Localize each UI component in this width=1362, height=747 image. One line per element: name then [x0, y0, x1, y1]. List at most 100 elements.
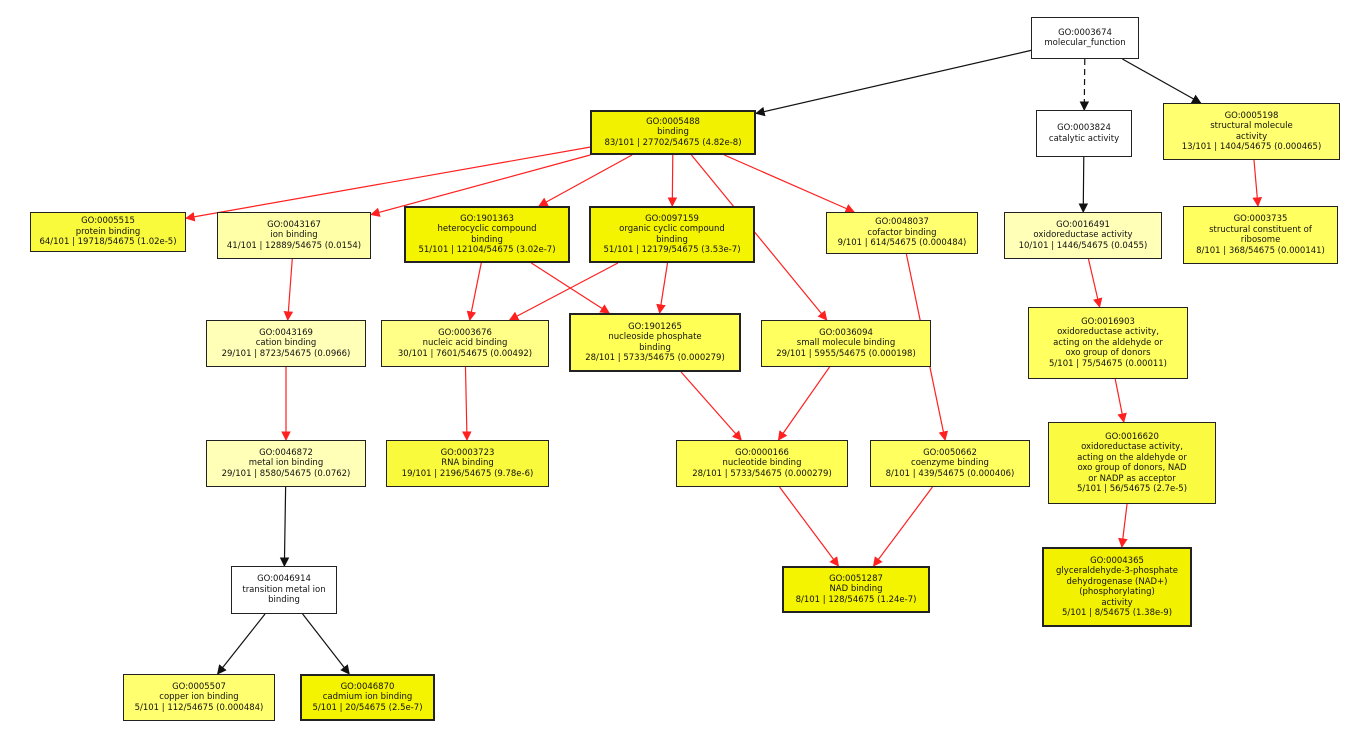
- go-term-line: 8/101 | 368/54675 (0.000141): [1196, 245, 1325, 256]
- go-term-id: GO:0016903: [1081, 316, 1135, 327]
- go-term-id: GO:0048037: [875, 217, 929, 228]
- go-term-line: binding: [268, 595, 300, 606]
- go-term-line: structural molecule: [1210, 121, 1293, 131]
- go-term-id: GO:0003674: [1058, 27, 1112, 38]
- edge-nucleotide-to-nad: [779, 486, 840, 567]
- edge-structmol-to-structrib: [1252, 159, 1263, 207]
- go-term-line: 9/101 | 614/54675 (0.000484): [837, 238, 967, 249]
- go-term-line: RNA binding: [441, 458, 494, 469]
- go-term-id: GO:0043167: [267, 219, 321, 230]
- go-term-line: 28/101 | 5733/54675 (0.000279): [585, 353, 725, 363]
- go-term-line: cadmium ion binding: [322, 692, 413, 703]
- go-term-line: NAD binding: [829, 584, 883, 595]
- go-term-line: transition metal ion: [242, 584, 326, 595]
- edge-mf-to-structmol: [1122, 58, 1202, 104]
- go-term-line: 5/101 | 8/54675 (1.38e-9): [1061, 608, 1173, 618]
- go-term-line: cofactor binding: [867, 227, 937, 238]
- edge-catalytic-to-oxido: [1078, 156, 1089, 213]
- go-term-line: 5/101 | 75/54675 (0.00011): [1049, 358, 1167, 369]
- go-term-line: activity: [1235, 131, 1268, 142]
- go-term-line: 29/101 | 8723/54675 (0.0966): [221, 348, 351, 359]
- go-term-line: ribosome: [1240, 235, 1281, 245]
- go-term-id: GO:0043169: [259, 327, 313, 338]
- go-term-id: GO:0003735: [1233, 214, 1288, 224]
- edge-oxald-to-oxnad: [1114, 378, 1127, 423]
- edge-metal-to-transition: [279, 486, 290, 567]
- edge-coenzyme-to-nad: [872, 486, 933, 567]
- go-term-line: 10/101 | 1446/54675 (0.0455): [1018, 240, 1148, 251]
- go-term-id: GO:0005515: [81, 216, 135, 227]
- go-term-line: binding: [471, 234, 503, 245]
- go-term-line: nucleotide binding: [722, 458, 802, 469]
- go-term-line: oxo group of donors, NAD: [1077, 463, 1187, 473]
- go-term-line: catalytic activity: [1048, 133, 1120, 144]
- go-term-line: 8/101 | 128/54675 (1.24e-7): [795, 594, 917, 605]
- go-term-id: GO:0005198: [1224, 110, 1279, 121]
- go-term-id: GO:0097159: [645, 213, 699, 224]
- go-term-line: small molecule binding: [796, 338, 896, 349]
- edge-hetero-to-nucleic: [466, 262, 482, 321]
- go-term-id: GO:0046872: [259, 447, 313, 458]
- go-term-id: GO:0000166: [735, 447, 789, 458]
- edge-binding-to-organic: [667, 154, 678, 207]
- go-term-line: 41/101 | 12889/54675 (0.0154): [226, 240, 362, 251]
- go-term-id: GO:0005507: [172, 681, 226, 692]
- go-term-line: nucleoside phosphate: [608, 332, 702, 342]
- edge-mf-to-catalytic: [1079, 58, 1090, 111]
- go-term-line: acting on the aldehyde or: [1077, 452, 1187, 463]
- go-term-line: or NADP as acceptor: [1088, 473, 1176, 484]
- go-term-id: GO:0051287: [829, 573, 883, 584]
- go-term-line: 5/101 | 112/54675 (0.000484): [134, 702, 264, 713]
- go-term-line: structural constituent of: [1209, 224, 1312, 235]
- edge-binding-to-protein: [185, 146, 591, 222]
- go-term-id: GO:0046870: [340, 681, 395, 692]
- go-term-line: 83/101 | 27702/54675 (4.82e-8): [604, 137, 742, 148]
- edge-ion-to-cation: [283, 258, 294, 321]
- edge-oxnad-to-gapdh: [1118, 503, 1128, 548]
- edge-nucleic-to-rna: [462, 366, 472, 441]
- go-term-id: GO:1901265: [628, 321, 682, 332]
- go-term-line: oxidoreductase activity,: [1057, 327, 1159, 338]
- go-term-line: 29/101 | 5955/54675 (0.000198): [776, 348, 916, 359]
- go-term-line: 51/101 | 12104/54675 (3.02e-7): [418, 245, 556, 255]
- go-term-line: 5/101 | 20/54675 (2.5e-7): [312, 702, 423, 713]
- edge-nucphos-to-nucleotide: [680, 371, 742, 441]
- edge-mf-to-binding: [755, 49, 1032, 117]
- go-term-line: organic cyclic compound: [619, 224, 725, 234]
- edge-transition-to-copper: [216, 613, 266, 675]
- go-term-id: GO:1901363: [460, 213, 514, 224]
- go-term-id: GO:0003723: [440, 447, 495, 458]
- go-term-line: cation binding: [255, 338, 317, 349]
- go-term-line: nucleic acid binding: [422, 338, 508, 349]
- go-term-line: oxidoreductase activity: [1033, 230, 1133, 241]
- go-term-line: oxidoreductase activity,: [1081, 442, 1183, 452]
- go-term-line: ion binding: [270, 230, 318, 241]
- go-term-id: GO:0004365: [1090, 555, 1144, 566]
- go-term-id: GO:0003824: [1057, 123, 1111, 133]
- go-term-line: 19/101 | 2196/54675 (9.78e-6): [401, 468, 534, 479]
- go-term-line: 5/101 | 56/54675 (2.7e-5): [1076, 484, 1188, 494]
- go-term-line: 8/101 | 439/54675 (0.000406): [885, 468, 1015, 479]
- go-term-line: dehydrogenase (NAD+): [1066, 576, 1168, 587]
- go-term-id: GO:0016491: [1056, 219, 1110, 230]
